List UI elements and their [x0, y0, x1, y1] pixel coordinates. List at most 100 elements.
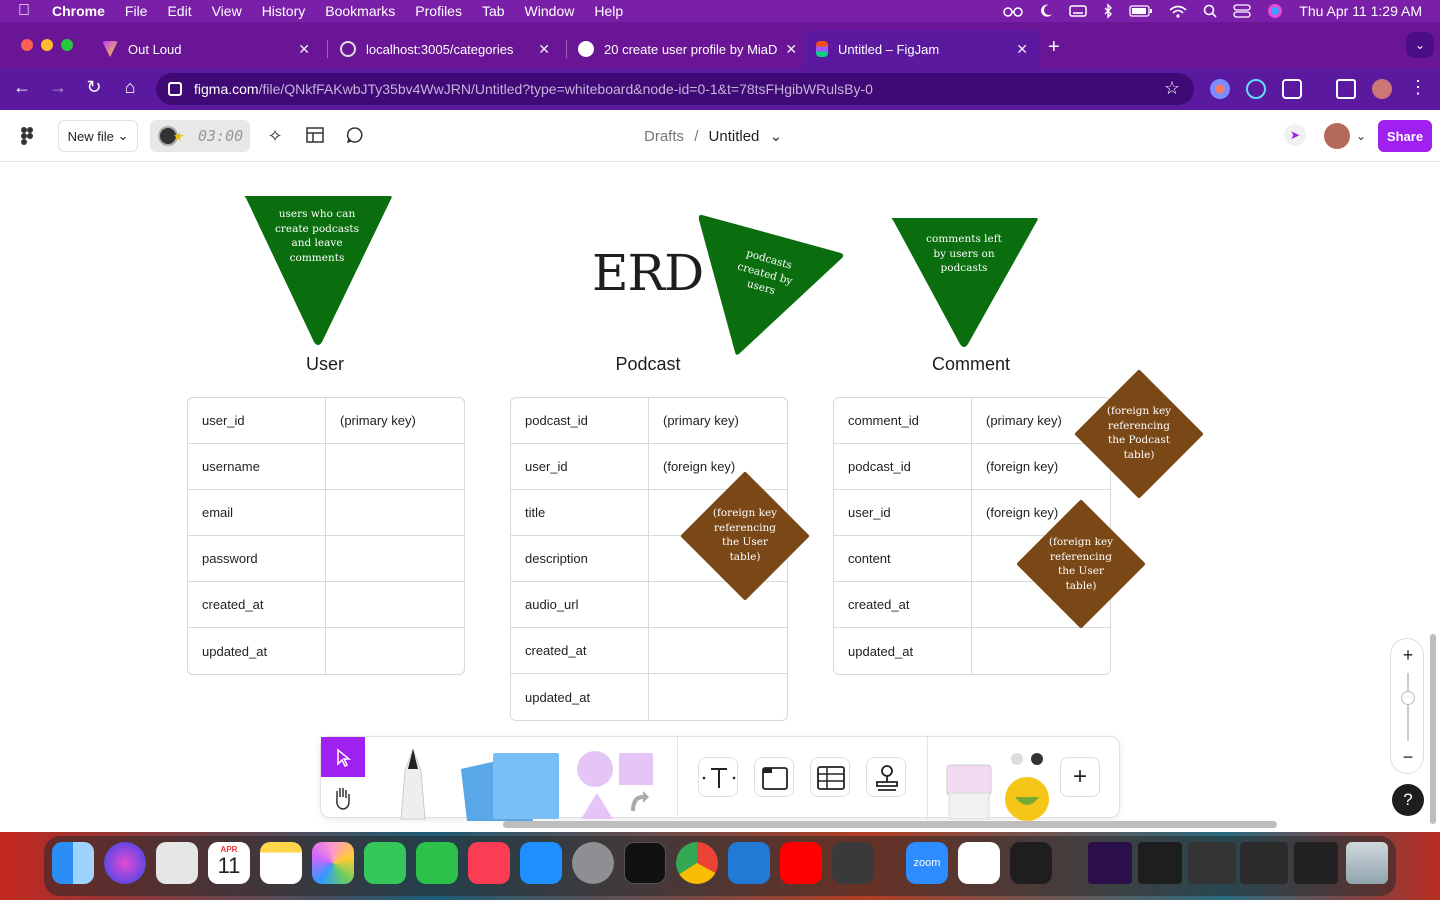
more-tools-plus-button[interactable]: + — [1060, 757, 1100, 797]
window-minimize-button[interactable] — [41, 39, 53, 51]
comment-podcast-fk-text[interactable]: (foreign key referencing the Podcast tab… — [1106, 405, 1172, 461]
window-close-button[interactable] — [21, 39, 33, 51]
glasses-icon[interactable] — [1003, 5, 1024, 17]
marker-tool[interactable] — [391, 745, 435, 820]
facetime-icon[interactable] — [416, 842, 458, 884]
breadcrumb-drafts[interactable]: Drafts — [644, 128, 685, 145]
youtube-icon[interactable] — [780, 842, 822, 884]
shapes-tool[interactable] — [575, 749, 655, 819]
table-cell[interactable] — [649, 628, 787, 674]
sticky-note-tool[interactable] — [453, 751, 563, 821]
menu-history[interactable]: History — [261, 3, 306, 19]
bluetooth-icon[interactable] — [1103, 3, 1113, 19]
comment-podcast-fk-diamond[interactable] — [1074, 369, 1204, 499]
messages-icon[interactable] — [364, 842, 406, 884]
user-avatar[interactable] — [1324, 123, 1350, 149]
table-cell[interactable]: created_at — [511, 628, 649, 674]
user-triangle-shape[interactable] — [240, 194, 396, 348]
siri-dock-icon[interactable] — [104, 842, 146, 884]
forward-button[interactable]: → — [49, 77, 67, 97]
table-cell[interactable]: updated_at — [511, 674, 649, 720]
table-cell[interactable]: podcast_id — [511, 398, 649, 444]
comment-user-fk-text[interactable]: (foreign key referencing the User table) — [1048, 536, 1114, 592]
moon-icon[interactable] — [1039, 4, 1053, 18]
chrome-dock-icon[interactable] — [676, 842, 718, 884]
file-name[interactable]: Untitled — [708, 128, 760, 145]
table-cell[interactable] — [326, 490, 464, 536]
finder-icon[interactable] — [52, 842, 94, 884]
window-thumbnail[interactable] — [1294, 842, 1338, 884]
table-cell[interactable]: comment_id — [834, 398, 972, 444]
podcast-user-fk-text[interactable]: (foreign key referencing the User table) — [712, 507, 778, 563]
table-cell[interactable]: (foreign key) — [972, 490, 1110, 536]
table-cell[interactable]: (foreign key) — [972, 444, 1110, 490]
tab-close-icon[interactable]: ✕ — [1016, 40, 1028, 57]
window-zoom-button[interactable] — [61, 39, 73, 51]
zoom-out-button[interactable]: − — [1402, 747, 1414, 767]
vertical-scrollbar[interactable] — [1430, 634, 1436, 824]
zoom-in-button[interactable]: + — [1402, 645, 1414, 665]
move-tool-button[interactable] — [321, 737, 365, 777]
table-cell[interactable]: (primary key) — [649, 398, 787, 444]
table-cell[interactable] — [326, 536, 464, 582]
section-tool-icon[interactable] — [754, 757, 794, 797]
table-cell[interactable]: email — [188, 490, 326, 536]
table-cell[interactable] — [972, 628, 1110, 674]
table-cell[interactable]: created_at — [188, 582, 326, 628]
table-cell[interactable]: description — [511, 536, 649, 582]
photos-icon[interactable] — [312, 842, 354, 884]
wifi-icon[interactable] — [1169, 5, 1187, 18]
help-button[interactable]: ? — [1392, 784, 1424, 816]
new-file-button[interactable]: New file ⌄ — [58, 120, 138, 152]
table-cell[interactable] — [326, 628, 464, 674]
table-cell[interactable] — [326, 444, 464, 490]
reload-button[interactable]: ↻ — [86, 77, 102, 97]
menu-edit[interactable]: Edit — [167, 3, 192, 19]
templates-icon[interactable] — [304, 125, 326, 147]
entity-title-user[interactable]: User — [305, 354, 344, 374]
table-cell[interactable] — [326, 582, 464, 628]
tab-out-loud[interactable]: Out Loud ✕ — [90, 30, 322, 68]
comment-icon[interactable] — [344, 125, 366, 147]
notes-icon[interactable] — [260, 842, 302, 884]
react-devtools-icon[interactable] — [1246, 79, 1266, 99]
tab-search-button[interactable]: ⌄ — [1406, 32, 1434, 58]
horizontal-scrollbar[interactable] — [503, 821, 1277, 828]
menu-tab[interactable]: Tab — [481, 3, 505, 19]
table-cell[interactable]: user_id — [834, 490, 972, 536]
app-store-icon[interactable] — [520, 842, 562, 884]
table-cell[interactable]: (primary key) — [972, 398, 1110, 444]
table-cell[interactable]: title — [511, 490, 649, 536]
menu-view[interactable]: View — [211, 3, 242, 19]
window-thumbnail[interactable] — [1240, 842, 1288, 884]
keyboard-icon[interactable] — [1069, 5, 1088, 17]
side-panel-icon[interactable] — [1336, 79, 1356, 99]
zoom-slider-handle[interactable] — [1401, 691, 1415, 705]
home-button[interactable]: ⌂ — [124, 77, 136, 97]
comment-triangle-shape[interactable] — [887, 217, 1042, 349]
profile-avatar[interactable] — [1372, 79, 1392, 99]
menu-help[interactable]: Help — [594, 3, 624, 19]
table-cell[interactable]: created_at — [834, 582, 972, 628]
comment-triangle-text[interactable]: comments left by users on podcasts — [926, 233, 1002, 274]
tab-close-icon[interactable]: ✕ — [298, 40, 310, 57]
window-thumbnail[interactable] — [1188, 842, 1236, 884]
tab-github-pr[interactable]: 20 create user profile by MiaD ✕ — [566, 30, 800, 68]
spotlight-pointer-icon[interactable]: ➤ — [1284, 124, 1306, 146]
table-cell[interactable]: password — [188, 536, 326, 582]
podcast-user-fk-diamond[interactable] — [680, 471, 810, 601]
new-tab-button[interactable]: + — [1048, 36, 1060, 58]
window-thumbnail[interactable] — [1088, 842, 1132, 884]
menu-window[interactable]: Window — [524, 3, 575, 19]
chrome-menu-icon[interactable]: ⋮ — [1409, 77, 1427, 97]
table-cell[interactable]: updated_at — [188, 628, 326, 674]
spotlight-search-icon[interactable] — [1203, 4, 1217, 18]
launchpad-icon[interactable] — [156, 842, 198, 884]
zoom-slider-track[interactable] — [1407, 673, 1409, 741]
window-thumbnail[interactable] — [1138, 842, 1182, 884]
battery-icon[interactable] — [1129, 5, 1153, 17]
whiteboard-canvas[interactable]: users who can create podcasts and leave … — [0, 162, 1440, 832]
tab-localhost-categories[interactable]: localhost:3005/categories ✕ — [328, 30, 562, 68]
menubar-clock[interactable]: Thu Apr 11 1:29 AM — [1299, 3, 1422, 19]
stamp-tool-icon[interactable] — [866, 757, 906, 797]
